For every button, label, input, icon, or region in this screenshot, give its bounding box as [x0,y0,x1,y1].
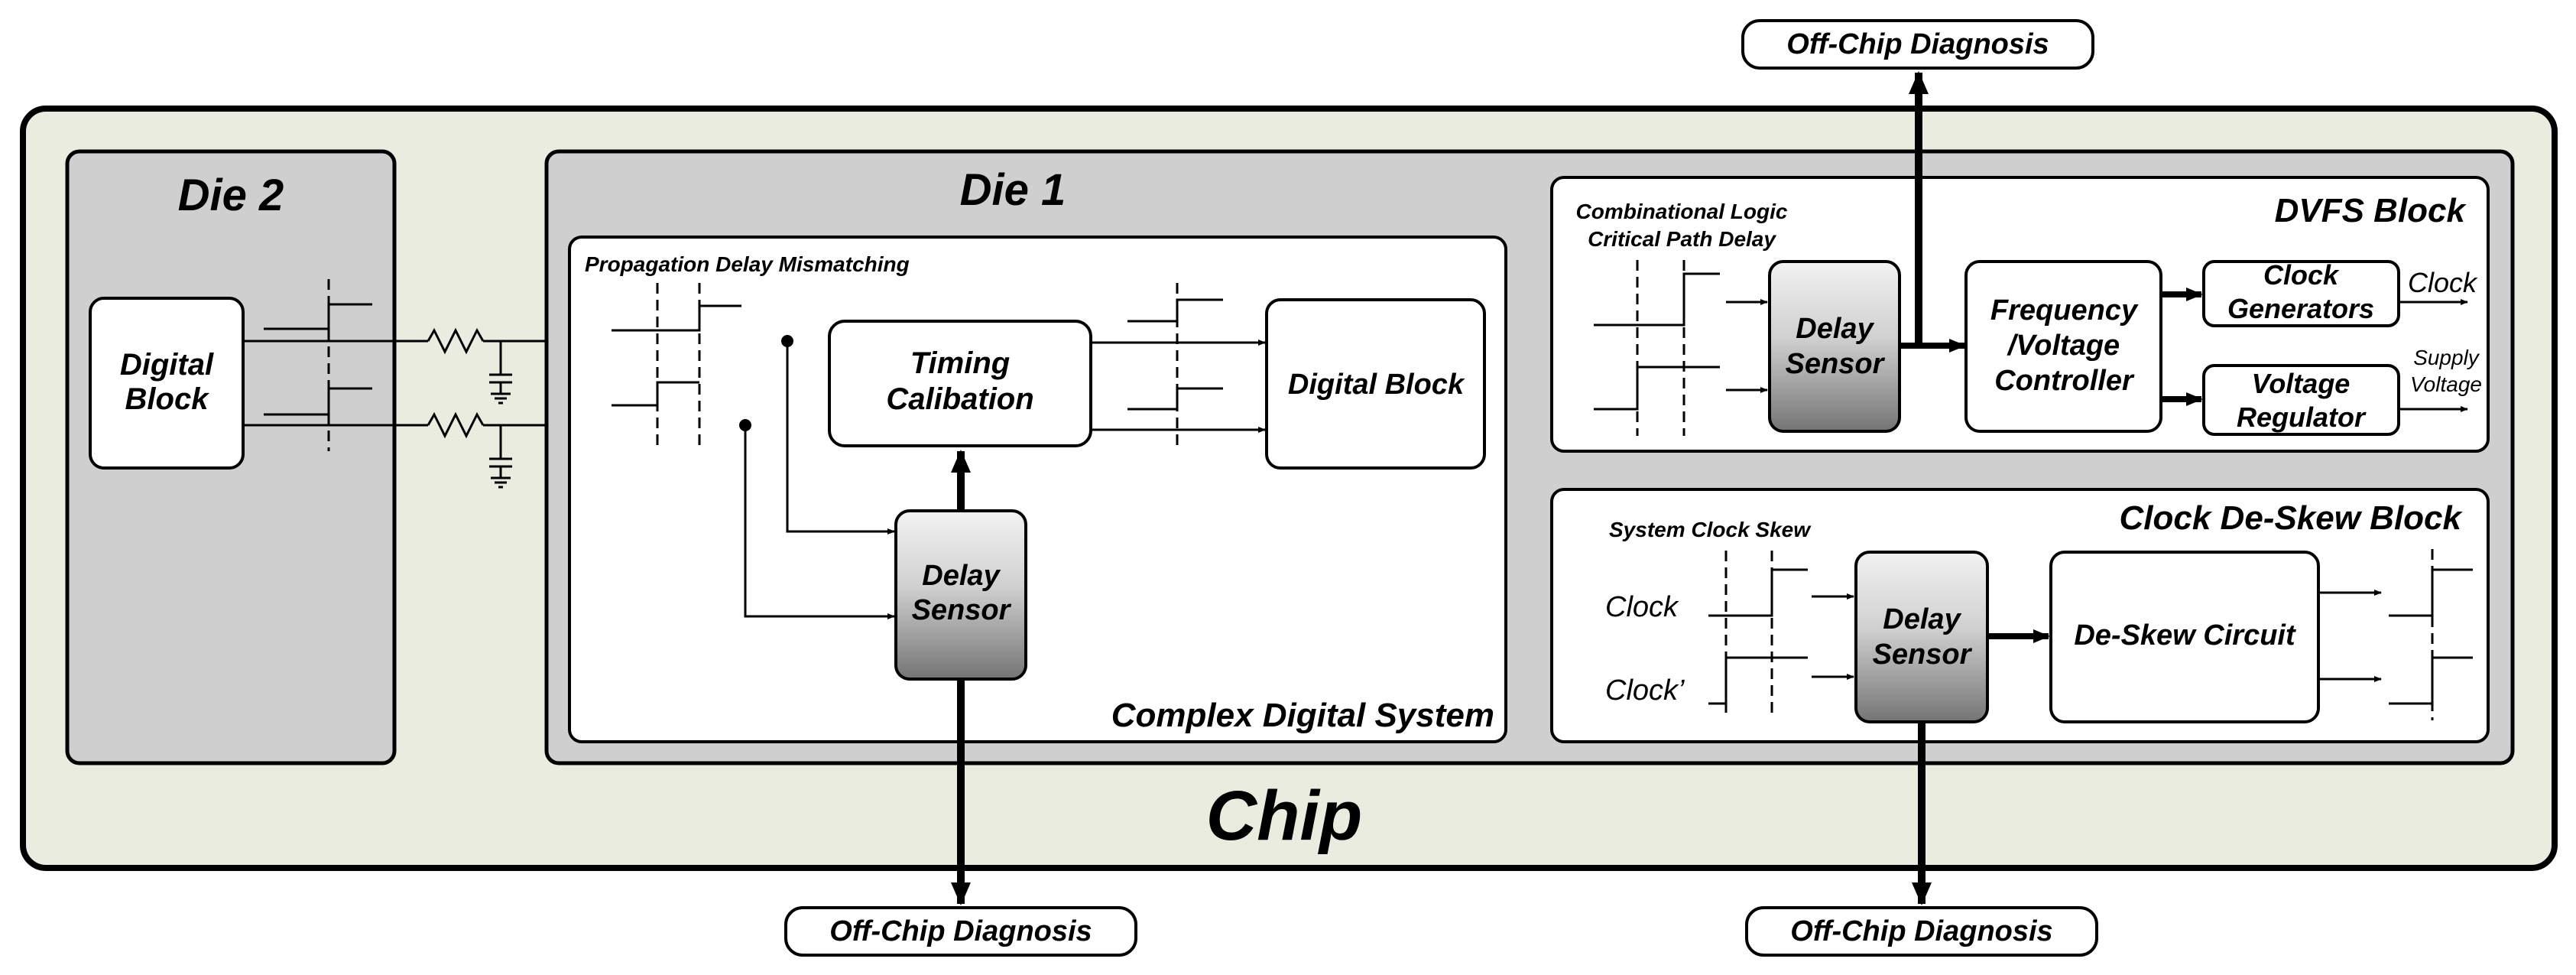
cds-digital-block-label: Digital Block [1288,369,1465,401]
controller-label: Frequency [1990,294,2139,327]
sensor-feed-lines [744,341,895,619]
voltage-regulator [2202,364,2400,436]
complex-digital-system-label: Complex Digital System [1111,697,1494,734]
frequency-voltage-controller [1964,260,2162,433]
deskew-input-waveforms [1708,551,1854,719]
die2-waveforms [264,279,372,451]
dvfs-delay-sensor-label: Delay [1796,313,1874,345]
offchip-top-box [1741,19,2094,70]
cds-input-waveforms [612,283,741,447]
cds-delay-sensor-label-2: Sensor [912,594,1012,626]
die1-title: Die 1 [960,165,1066,215]
offchip-bottom-left-box [784,906,1137,957]
timing-calibration-label: Timing [910,346,1010,380]
deskew-clock-label: Clock [1605,591,1679,623]
die2-digital-block-label-2: Block [125,382,210,416]
die2-title: Die 2 [178,171,284,220]
deskew-delay-sensor [1854,551,1989,723]
die2-digital-block-label: Digital [120,348,214,382]
deskew-delay-sensor-label: Delay [1883,603,1961,635]
dvfs-delay-sensor-label-2: Sensor [1786,348,1886,380]
clock-generators-label: Clock [2263,259,2340,291]
voltage-regulator-label-2: Regulator [2237,401,2367,433]
controller-label-3: Controller [1994,365,2135,397]
clock-out-label: Clock [2408,267,2478,298]
dvfs-input-waveforms [1594,260,1768,436]
dvfs-caption-2: Critical Path Delay [1588,227,1776,251]
offchip-bottom-right-box [1745,906,2098,957]
supply-voltage-label: Supply [2413,346,2480,369]
propagation-delay-caption: Propagation Delay Mismatching [585,252,910,276]
cds-delay-sensor-label: Delay [922,560,1001,592]
dvfs-delay-sensor [1768,260,1901,433]
deskew-title: Clock De-Skew Block [2120,499,2464,537]
offchip-bottom-left-label: Off-Chip Diagnosis [829,915,1092,947]
timing-calibration-label-2: Calibation [886,382,1033,416]
cds-digital-block [1265,298,1486,470]
supply-voltage-label-2: Voltage [2410,372,2482,396]
deskew-clock-prime-label: Clock’ [1605,674,1685,707]
die2-digital-block [89,297,245,470]
cds-output-waveforms [1091,283,1266,451]
timing-calibration-block [828,320,1092,447]
controller-label-2: /Voltage [2007,330,2120,362]
deskew-circuit-label: De-Skew Circuit [2074,619,2296,652]
deskew-delay-sensor-label-2: Sensor [1873,639,1973,671]
offchip-bottom-right-label: Off-Chip Diagnosis [1790,915,2052,947]
dvfs-title: DVFS Block [2275,192,2467,229]
deskew-output-waveforms [2318,549,2473,720]
dvfs-caption: Combinational Logic [1576,200,1788,223]
offchip-top-label: Off-Chip Diagnosis [1786,28,2049,60]
deskew-circuit [2049,551,2320,723]
chip-label: Chip [1206,777,1362,855]
voltage-regulator-label: Voltage [2252,368,2351,399]
clock-generators [2202,260,2400,327]
deskew-caption: System Clock Skew [1609,518,1812,541]
clock-generators-label-2: Generators [2227,293,2374,324]
